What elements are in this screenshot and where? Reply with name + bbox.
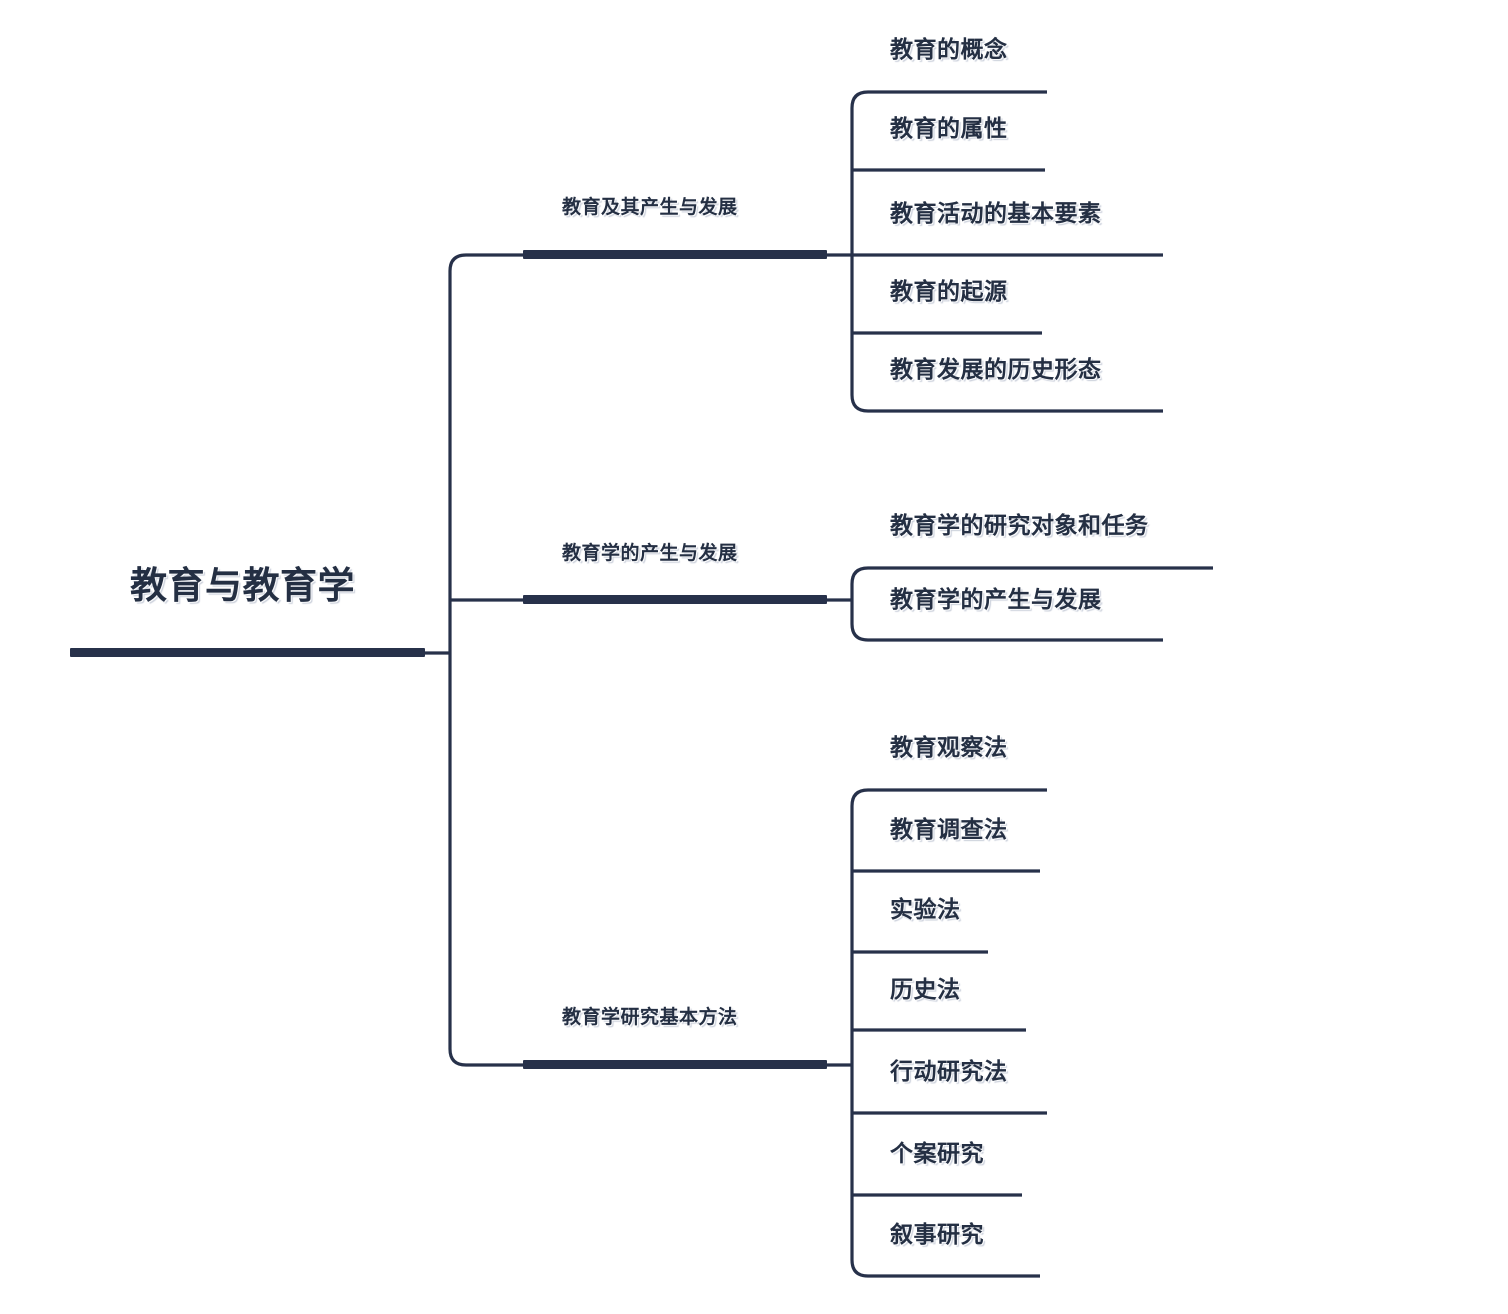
leaf-node-3-2-label: 教育调查法	[890, 816, 1008, 843]
leaf-node-3-6-label: 个案研究	[890, 1140, 984, 1167]
branch-node-3[interactable]: 教育学研究基本方法	[562, 1006, 738, 1028]
wire-main-spine	[448, 253, 523, 1067]
leaf-node-2-1-label: 教育学的研究对象和任务	[890, 512, 1149, 539]
branch-node-2-label: 教育学的产生与发展	[562, 542, 738, 564]
root-node-label: 教育与教育学	[130, 563, 355, 607]
leaf-node-1-2-label: 教育的属性	[890, 115, 1008, 142]
leaf-node-3-5-label: 行动研究法	[890, 1058, 1008, 1085]
leaf-node-1-2[interactable]: 教育的属性	[890, 115, 1008, 142]
leaf-node-1-1[interactable]: 教育的概念	[890, 36, 1008, 63]
root-node[interactable]: 教育与教育学	[130, 566, 355, 605]
leaf-node-3-4[interactable]: 历史法	[890, 976, 961, 1003]
leaf-node-3-3[interactable]: 实验法	[890, 896, 961, 923]
leaf-node-1-4-label: 教育的起源	[890, 278, 1008, 305]
leaf-node-3-1-label: 教育观察法	[890, 734, 1008, 761]
branch-node-1[interactable]: 教育及其产生与发展	[562, 196, 738, 218]
leaf-node-3-2[interactable]: 教育调查法	[890, 816, 1008, 843]
leaf-node-1-5-label: 教育发展的历史形态	[890, 356, 1102, 383]
leaf-node-3-6[interactable]: 个案研究	[890, 1140, 984, 1167]
leaf-node-3-7[interactable]: 叙事研究	[890, 1221, 984, 1248]
leaf-node-2-1[interactable]: 教育学的研究对象和任务	[890, 512, 1149, 539]
branch-2-underline	[523, 595, 827, 604]
leaf-node-1-4[interactable]: 教育的起源	[890, 278, 1008, 305]
branch-node-2[interactable]: 教育学的产生与发展	[562, 542, 738, 564]
leaf-node-3-1[interactable]: 教育观察法	[890, 734, 1008, 761]
branch-node-3-label: 教育学研究基本方法	[562, 1006, 738, 1028]
leaf-node-2-2[interactable]: 教育学的产生与发展	[890, 586, 1102, 613]
branch-node-1-label: 教育及其产生与发展	[562, 196, 738, 218]
branch-3-underline	[523, 1060, 827, 1069]
leaf-node-3-5[interactable]: 行动研究法	[890, 1058, 1008, 1085]
root-underline	[70, 648, 425, 657]
leaf-node-3-3-label: 实验法	[890, 896, 961, 923]
leaf-node-1-5[interactable]: 教育发展的历史形态	[890, 356, 1102, 383]
leaf-node-2-2-label: 教育学的产生与发展	[890, 586, 1102, 613]
leaf-node-1-1-label: 教育的概念	[890, 36, 1008, 63]
branch-1-underline	[523, 250, 827, 259]
wire-group3-spine	[850, 788, 1047, 1278]
leaf-node-3-7-label: 叙事研究	[890, 1221, 984, 1248]
leaf-node-1-3-label: 教育活动的基本要素	[890, 200, 1102, 227]
leaf-node-3-4-label: 历史法	[890, 976, 961, 1003]
leaf-node-1-3[interactable]: 教育活动的基本要素	[890, 200, 1102, 227]
